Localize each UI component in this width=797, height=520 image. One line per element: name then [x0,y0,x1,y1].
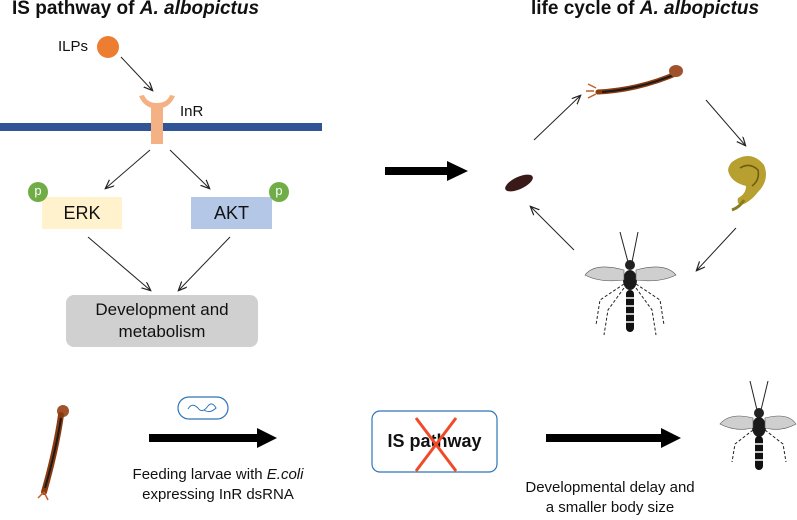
akt-label: AKT [213,202,249,223]
ilps-label: ILPs [58,38,89,55]
outcome-line-1: Development and [95,300,229,319]
egg-illustration [505,174,533,192]
erk-box [42,197,122,229]
life-cycle-title: life cycle of A. albopictus [531,0,759,20]
erk-phospho-circle [28,182,48,202]
feeding-line-1: Feeding larvae with E.coli [118,465,318,485]
big-arrow-feeding [149,428,277,448]
inr-label: InR [180,103,204,120]
akt-to-outcome-arrow [179,236,231,290]
life-cycle-title-species: A. albopictus [639,0,760,19]
result-line-1: Developmental delay and [525,479,695,496]
larva-vertical-illustration [37,405,69,501]
inr-receptor [139,95,175,144]
big-arrow-top [385,161,468,181]
pupa-illustration [728,156,766,212]
big-arrow-result [546,428,681,448]
akt-box [191,197,272,229]
outcome-box [66,295,258,347]
feeding-caption: Feeding larvae with E.coli expressing In… [118,465,318,505]
akt-phospho-circle [269,182,289,202]
erk-phospho-label: p [34,183,42,198]
erk-label: ERK [63,202,101,223]
feeding-line-2: expressing InR dsRNA [142,486,294,503]
feeding-prefix: Feeding larvae with [132,466,267,483]
is-pathway-label: IS pathway [387,431,482,451]
ilps-ligand [97,36,119,58]
pathway-title: IS pathway of A. albopictus [12,0,259,20]
outcome-line-2: metabolism [118,322,206,341]
larva-illustration [586,65,683,99]
feeding-ecoli: E.coli [266,466,304,483]
result-line-2: a smaller body size [545,499,675,516]
pathway-title-species: A. albopictus [139,0,260,19]
cycle-arrow-adult-to-egg [531,207,575,251]
cycle-arrow-pupa-to-adult [697,227,737,270]
akt-phospho-label: p [275,183,283,198]
arrow-to-erk [106,149,151,188]
pathway-title-prefix: IS pathway of [12,0,140,19]
erk-to-outcome-arrow [87,236,150,290]
cycle-arrow-egg-to-larva [533,96,580,141]
life-cycle-title-prefix: life cycle of [531,0,640,19]
arrow-to-akt [169,149,209,188]
ecoli-bacteria-icon [177,396,229,420]
result-caption: Developmental delay and a smaller body s… [495,478,725,518]
adult-mosquito-result-illustration [719,380,797,470]
adult-mosquito-illustration [584,231,677,336]
outcome-label: Development and metabolism [66,299,258,343]
cycle-arrow-larva-to-pupa [705,99,745,145]
ligand-arrow [120,56,152,90]
